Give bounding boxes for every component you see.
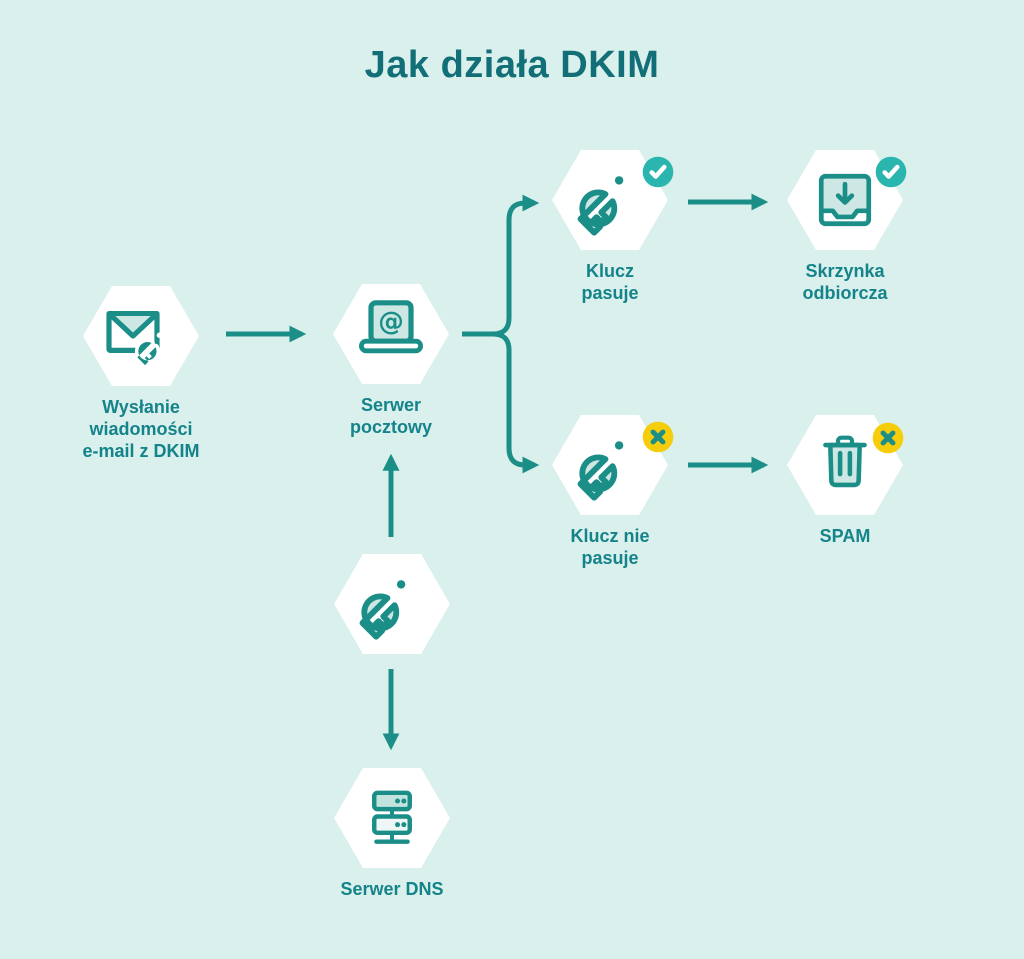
check-badge-icon bbox=[875, 156, 907, 188]
x-badge-icon bbox=[642, 421, 674, 453]
trash-icon bbox=[823, 435, 867, 488]
node-label: SPAM bbox=[819, 526, 871, 546]
key-icon bbox=[359, 580, 406, 640]
node-email-dkim: Wysłanie wiadomości e-mail z DKIM bbox=[82, 286, 200, 461]
node-label: Serwer pocztowy bbox=[349, 395, 432, 437]
node-dns-key bbox=[334, 554, 450, 654]
x-badge-icon bbox=[872, 422, 904, 454]
key-icon bbox=[577, 441, 624, 501]
key-icon bbox=[577, 176, 624, 236]
arrow-fork-to-key-mismatch bbox=[462, 331, 540, 474]
inbox-icon bbox=[818, 173, 872, 227]
diagram-title: Jak działa DKIM bbox=[364, 44, 660, 86]
node-key-mismatch: Klucz nie pasuje bbox=[552, 415, 668, 568]
envelope-with-key-icon bbox=[106, 311, 162, 369]
check-badge-icon bbox=[642, 156, 674, 188]
node-label: Klucz pasuje bbox=[581, 261, 639, 303]
node-label: Klucz nie pasuje bbox=[570, 526, 650, 568]
node-dns-server: Serwer DNS bbox=[334, 768, 450, 899]
server-stack-icon bbox=[372, 790, 412, 844]
node-mail-server: @ Serwer pocztowy bbox=[333, 284, 449, 437]
node-label: Serwer DNS bbox=[340, 879, 444, 899]
node-spam: SPAM bbox=[787, 415, 903, 546]
node-label: Skrzynka odbiorcza bbox=[802, 261, 888, 303]
laptop-email-icon: @ bbox=[359, 300, 423, 354]
at-symbol: @ bbox=[378, 307, 404, 337]
node-label: Wysłanie wiadomości e-mail z DKIM bbox=[82, 397, 200, 461]
